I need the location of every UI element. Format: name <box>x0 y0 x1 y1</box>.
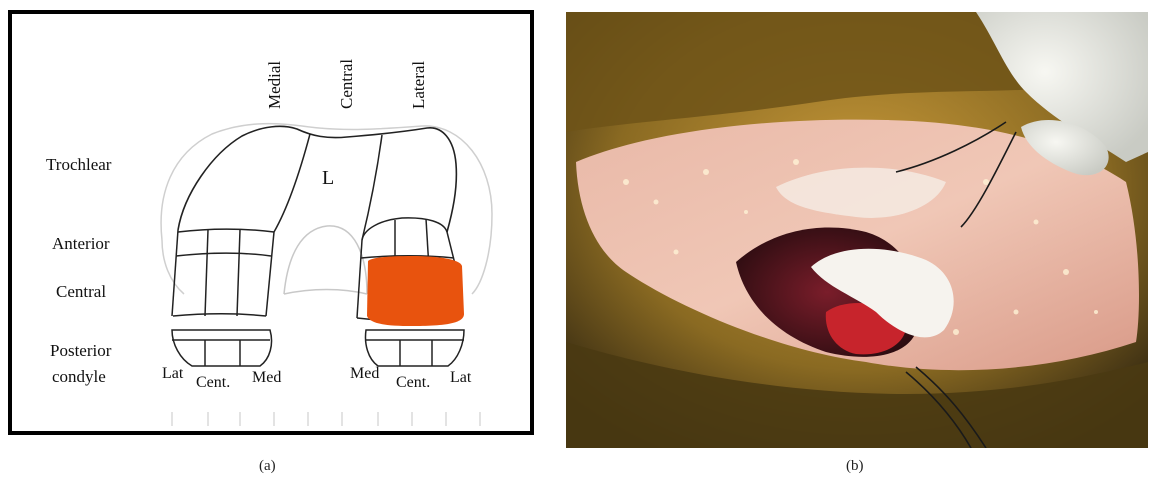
row-label-posterior: Posterior <box>50 341 112 360</box>
cartilage-zone-diagram: Medial Central Lateral Trochlear Anterio… <box>8 10 534 435</box>
column-label-lateral: Lateral <box>409 61 428 109</box>
surgical-photo <box>566 12 1148 448</box>
posterior-condyle-right <box>366 330 465 366</box>
posterior-right-cent: Cent. <box>396 374 430 391</box>
center-label: L <box>322 167 334 189</box>
caption-a: (a) <box>259 458 276 475</box>
posterior-left-med: Med <box>252 369 281 386</box>
column-label-medial: Medial <box>265 61 284 109</box>
diagram-svg: Medial Central Lateral Trochlear Anterio… <box>12 14 530 431</box>
posterior-condyle-left <box>172 330 272 366</box>
posterior-right-med: Med <box>350 365 379 382</box>
row-label-anterior: Anterior <box>52 234 110 253</box>
column-label-central: Central <box>337 59 356 109</box>
posterior-left-lat: Lat <box>162 365 184 382</box>
surgical-photo-svg <box>566 12 1148 448</box>
intercondylar-notch <box>284 226 367 294</box>
posterior-right-lat: Lat <box>450 369 472 386</box>
left-condyle-grid <box>172 229 274 316</box>
row-label-central: Central <box>56 282 106 301</box>
posterior-left-cent: Cent. <box>196 374 230 391</box>
row-label-trochlear: Trochlear <box>46 155 112 174</box>
defect-highlight <box>367 256 464 326</box>
trochlear-outline <box>178 126 456 232</box>
caption-b: (b) <box>846 458 864 475</box>
bottom-ticks <box>172 412 480 426</box>
row-label-condyle: condyle <box>52 367 106 386</box>
